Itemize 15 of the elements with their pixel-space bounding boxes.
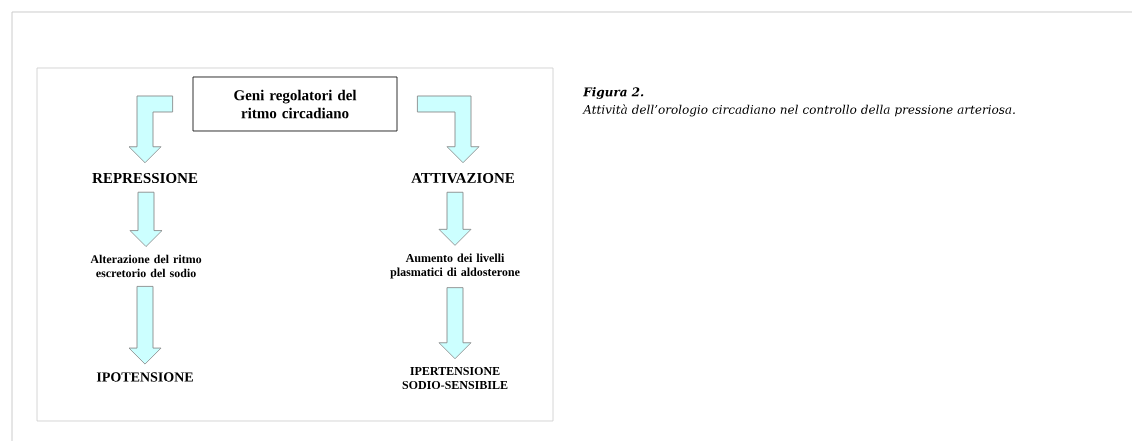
block-arrow [438, 287, 472, 360]
process-box: Geni regolatori del ritmo circadiano [192, 76, 398, 132]
node-text: Alterazione del ritmo escretorio del sodio [90, 254, 202, 278]
block-arrow [129, 191, 163, 247]
figure-caption: Attività dell’orologio circadiano nel controllo della pressione arteriosa. [582, 104, 1015, 117]
outcome-text: IPOTENSIONE [96, 372, 193, 382]
figure-title: Figura 2. [582, 87, 644, 99]
block-arrow [438, 191, 472, 246]
block-arrow [128, 95, 173, 164]
outcome-text: IPERTENSIONE SODIO-SENSIBILE [402, 366, 508, 389]
block-arrow [417, 95, 480, 164]
node-text: Aumento dei livelli plasmatici di aldosterone [390, 253, 520, 279]
heading-text: REPRESSIONE [92, 172, 198, 184]
heading-text: ATTIVAZIONE [411, 172, 515, 184]
block-arrow [128, 286, 162, 365]
